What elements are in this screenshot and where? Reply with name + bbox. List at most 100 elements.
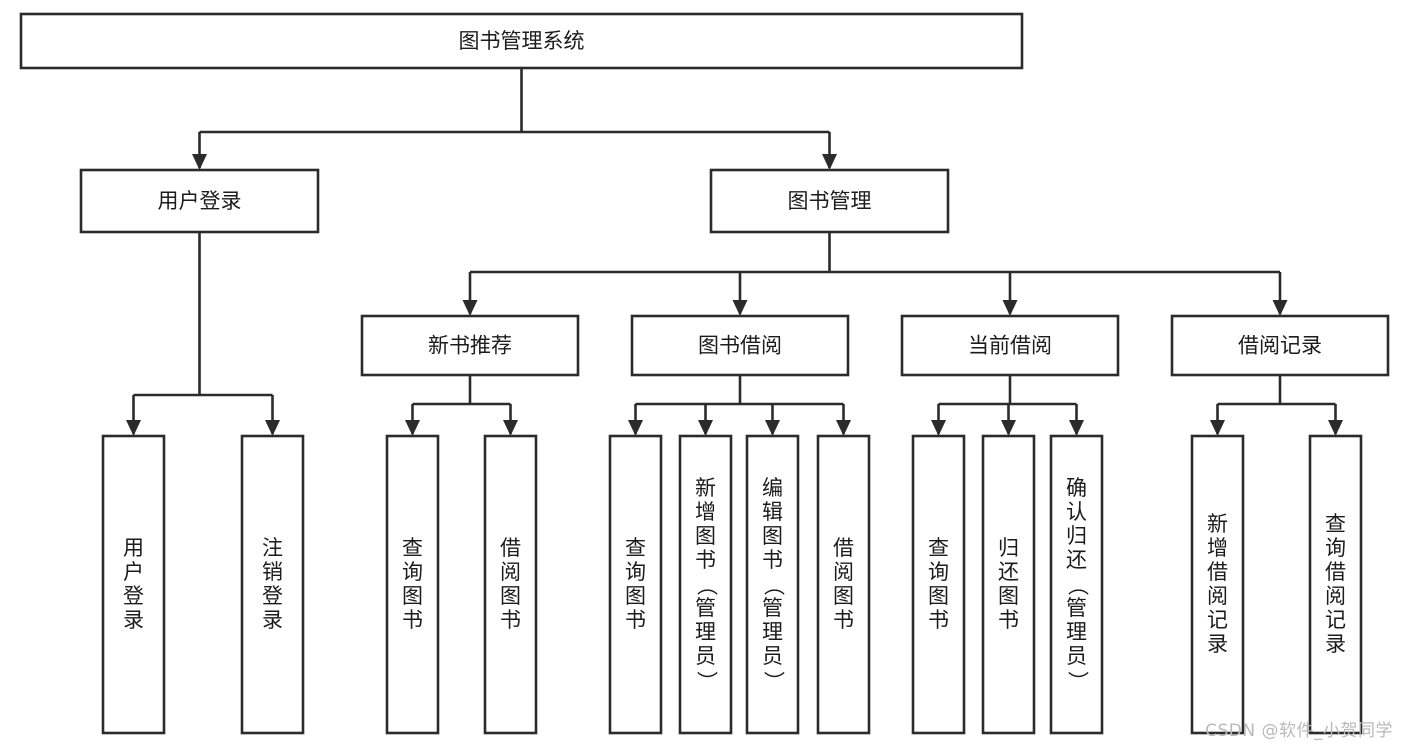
- node-leaf-4-box[interactable]: [608, 434, 663, 735]
- connector-arrowhead: [1272, 300, 1288, 316]
- node-level3-2[interactable]: 当前借阅: [900, 314, 1120, 377]
- node-leaf-8-label-char: 询: [928, 560, 949, 584]
- node-leaf-0-label-char: 登: [123, 584, 144, 608]
- node-leaf-3-box[interactable]: [483, 434, 538, 735]
- node-leaf-3-label-char: 图: [500, 584, 521, 608]
- node-leaf-2-label-char: 查: [402, 536, 423, 560]
- node-leaf-7-label-char: 阅: [833, 560, 854, 584]
- node-leaf-12-label-char: 借: [1325, 560, 1346, 584]
- node-level2-1-label: 图书管理: [788, 189, 872, 213]
- node-leaf-0-label-char: 户: [123, 560, 144, 584]
- node-leaf-7-box[interactable]: [816, 434, 871, 735]
- node-leaf-6-box[interactable]: [745, 434, 800, 735]
- node-level3-0[interactable]: 新书推荐: [360, 314, 580, 377]
- node-leaf-5-label-char: 管: [695, 596, 716, 620]
- node-leaf-11-label-char: 记: [1207, 608, 1228, 632]
- node-level2-0[interactable]: 用户登录: [79, 168, 320, 234]
- node-leaf-5-label-char: ）: [695, 671, 719, 692]
- node-root-label: 图书管理系统: [459, 29, 585, 53]
- node-leaf-6-label-char: 理: [762, 620, 783, 644]
- node-leaf-2-label-char: 询: [402, 560, 423, 584]
- node-leaf-10-label-char: 理: [1066, 620, 1087, 644]
- node-leaf-6-label-char: 员: [762, 644, 783, 668]
- node-leaf-5-box[interactable]: [678, 434, 733, 735]
- node-root-box[interactable]: [19, 12, 1024, 70]
- node-leaf-6-label-char: ）: [762, 671, 786, 692]
- connector-arrowhead: [931, 420, 946, 436]
- node-leaf-9-label-char: 图: [998, 584, 1019, 608]
- node-leaf-2-label-char: 图: [402, 584, 423, 608]
- node-leaf-0[interactable]: 用户登录: [101, 434, 166, 735]
- connector-arrowhead: [822, 154, 837, 170]
- node-leaf-8-label-char: 图: [928, 584, 949, 608]
- node-leaf-7-label-char: 书: [833, 608, 854, 632]
- node-level3-3[interactable]: 借阅记录: [1170, 314, 1390, 377]
- node-leaf-0-box[interactable]: [101, 434, 166, 735]
- connector-arrowhead: [192, 154, 207, 170]
- node-leaf-11-box[interactable]: [1190, 434, 1245, 735]
- node-leaf-5-label-char: 书: [695, 548, 716, 572]
- node-leaf-12-label-char: 查: [1325, 512, 1346, 536]
- connector-arrowhead: [1328, 420, 1343, 436]
- node-leaf-1-label-char: 登: [262, 584, 283, 608]
- node-leaf-6-label-char: 书: [762, 548, 783, 572]
- node-level3-2-box[interactable]: [900, 314, 1120, 377]
- node-leaf-2-box[interactable]: [385, 434, 440, 735]
- node-leaf-10-label-char: 确: [1066, 476, 1087, 500]
- node-leaf-3-label-char: 阅: [500, 560, 521, 584]
- node-level2-1[interactable]: 图书管理: [709, 168, 950, 234]
- connector-arrowhead: [126, 420, 141, 436]
- connector-arrowhead: [265, 420, 280, 436]
- node-leaf-2-label-char: 书: [402, 608, 423, 632]
- node-leaf-1-box[interactable]: [240, 434, 305, 735]
- node-leaf-10-label-char: 还: [1066, 548, 1087, 572]
- node-leaf-0-label-char: 用: [123, 536, 144, 560]
- node-leaf-12-label-char: 询: [1325, 536, 1346, 560]
- node-root[interactable]: 图书管理系统: [19, 12, 1024, 70]
- node-leaf-1-label-char: 注: [262, 536, 283, 560]
- node-leaf-6-label-char: 管: [762, 596, 783, 620]
- node-leaf-12-label-char: 阅: [1325, 584, 1346, 608]
- node-level2-1-box[interactable]: [709, 168, 950, 234]
- node-leaf-9-box[interactable]: [981, 434, 1036, 735]
- node-level3-1-box[interactable]: [630, 314, 850, 377]
- node-level3-3-box[interactable]: [1170, 314, 1390, 377]
- connector-arrowhead: [1002, 300, 1018, 316]
- node-leaf-12-label-char: 记: [1325, 608, 1346, 632]
- node-leaf-10-label-char: （: [1066, 575, 1090, 596]
- node-leaf-7-label-char: 图: [833, 584, 854, 608]
- node-leaf-6-label-char: 图: [762, 524, 783, 548]
- connector-arrowhead: [628, 420, 643, 436]
- node-leaf-5-label-char: 增: [695, 500, 716, 524]
- node-leaf-6-label-char: （: [762, 575, 786, 596]
- node-leaf-5-label-char: 员: [695, 644, 716, 668]
- node-leaf-12-box[interactable]: [1308, 434, 1363, 735]
- node-leaf-10-box[interactable]: [1049, 434, 1104, 735]
- connector-arrowhead: [732, 300, 748, 316]
- node-level3-0-box[interactable]: [360, 314, 580, 377]
- node-level2-0-box[interactable]: [79, 168, 320, 234]
- connector-arrowhead: [765, 420, 780, 436]
- node-leaf-4-label-char: 书: [625, 608, 646, 632]
- node-leaf-8-label-char: 书: [928, 608, 949, 632]
- node-leaf-8-box[interactable]: [911, 434, 966, 735]
- node-leaf-7-label-char: 借: [833, 536, 854, 560]
- node-level3-1[interactable]: 图书借阅: [630, 314, 850, 377]
- node-leaf-6-label-char: 辑: [762, 500, 783, 524]
- connector-arrowhead: [836, 420, 851, 436]
- node-leaf-11-label-char: 录: [1207, 632, 1228, 656]
